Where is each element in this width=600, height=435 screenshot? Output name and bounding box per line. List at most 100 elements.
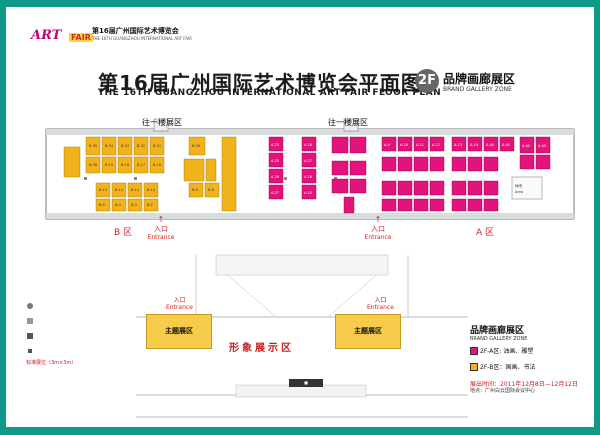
booth[interactable] [95,182,111,198]
logo-fair-text: FAIR [69,33,93,42]
booth[interactable] [451,136,467,152]
booth[interactable] [331,136,349,154]
booth[interactable] [268,168,284,184]
booth[interactable] [205,158,217,182]
booth[interactable] [451,180,467,196]
booth[interactable] [111,198,127,212]
svg-text:A-41: A-41 [502,143,510,147]
booth[interactable] [519,154,535,170]
entrance-right[interactable]: ↑ 入口 Entrance [361,215,395,241]
booth[interactable] [397,198,413,212]
legend-standard-booth: 标准展位（3m×3m） [26,360,77,366]
booth[interactable] [301,136,317,152]
image-display-area-label: 形象展示区 [229,343,294,354]
booth[interactable] [499,136,515,152]
booth[interactable] [101,156,117,174]
booth[interactable] [413,156,429,172]
booth[interactable] [183,158,205,182]
booth[interactable] [413,180,429,196]
booth[interactable] [451,156,467,172]
booth[interactable] [343,196,355,214]
svg-text:A-13: A-13 [454,143,462,147]
booth[interactable] [349,178,367,194]
booth[interactable] [483,198,499,212]
booth[interactable] [301,168,317,184]
booth[interactable] [268,136,284,152]
svg-text:A-43: A-43 [538,144,546,148]
booth[interactable] [381,136,397,152]
booth[interactable] [413,198,429,212]
booth[interactable] [117,136,133,156]
booth[interactable] [349,160,367,176]
svg-text:A-9: A-9 [384,143,390,147]
booth[interactable] [397,156,413,172]
booth[interactable] [381,156,397,172]
svg-text:A-17: A-17 [304,159,312,163]
booth[interactable] [413,136,429,152]
zone-title-cn: 品牌画廊展区 [443,72,516,86]
booth[interactable] [111,182,127,198]
booth[interactable] [133,136,149,156]
booth[interactable] [188,136,206,156]
booth[interactable] [483,156,499,172]
theme-area-left[interactable]: 主题展区 [146,314,212,349]
booth[interactable] [467,198,483,212]
sub-entrance-left-en: Entrance [166,304,193,311]
booth[interactable] [301,184,317,200]
booth[interactable] [519,136,535,154]
booth[interactable] [268,184,284,200]
svg-text:B-33: B-33 [121,144,129,148]
booth[interactable] [535,136,551,154]
sub-entrance-left[interactable]: 入口 Entrance [166,295,193,311]
svg-text:B-15: B-15 [105,163,113,167]
entrance-left[interactable]: ↑ 入口 Entrance [147,215,175,241]
theme-area-right[interactable]: 主题展区 [335,314,401,349]
booth[interactable] [381,180,397,196]
booth[interactable] [349,136,367,154]
booth[interactable] [85,136,101,156]
booth[interactable] [101,136,117,156]
booth[interactable] [188,182,204,198]
booth[interactable] [149,136,165,156]
booth[interactable] [149,156,165,174]
booth[interactable] [429,180,445,196]
booth[interactable] [331,178,349,194]
booth[interactable] [467,180,483,196]
booth[interactable] [451,198,467,212]
booth[interactable] [397,180,413,196]
booth[interactable] [467,136,483,152]
booth[interactable] [127,198,143,212]
entrance-left-en: Entrance [147,234,175,241]
sub-entrance-right-cn: 入口 [374,297,387,304]
booth[interactable] [85,156,101,174]
booth[interactable] [381,198,397,212]
booth[interactable] [429,136,445,152]
svg-text:B-10: B-10 [147,188,155,192]
svg-text:Area: Area [515,190,523,194]
booth[interactable] [268,152,284,168]
booth[interactable] [63,146,81,178]
svg-text:A-14: A-14 [470,143,479,147]
a-zone-booths [268,136,551,214]
entrance-right-cn: 入口 [371,225,385,233]
booth[interactable] [483,136,499,152]
booth[interactable] [331,160,349,176]
booth[interactable] [143,198,159,212]
booth[interactable] [483,180,499,196]
booth[interactable] [429,198,445,212]
lower-floor-plan [136,254,468,418]
booth[interactable] [397,136,413,152]
booth[interactable] [143,182,159,198]
booth[interactable] [117,156,133,174]
booth[interactable] [133,156,149,174]
booth[interactable] [204,182,220,198]
booth[interactable] [95,198,111,212]
svg-text:B-5: B-5 [99,203,105,207]
booth[interactable] [127,182,143,198]
booth[interactable] [535,154,551,170]
booth[interactable] [221,136,237,212]
booth[interactable] [467,156,483,172]
sub-entrance-right[interactable]: 入口 Entrance [367,295,394,311]
booth[interactable] [429,156,445,172]
booth[interactable] [301,152,317,168]
